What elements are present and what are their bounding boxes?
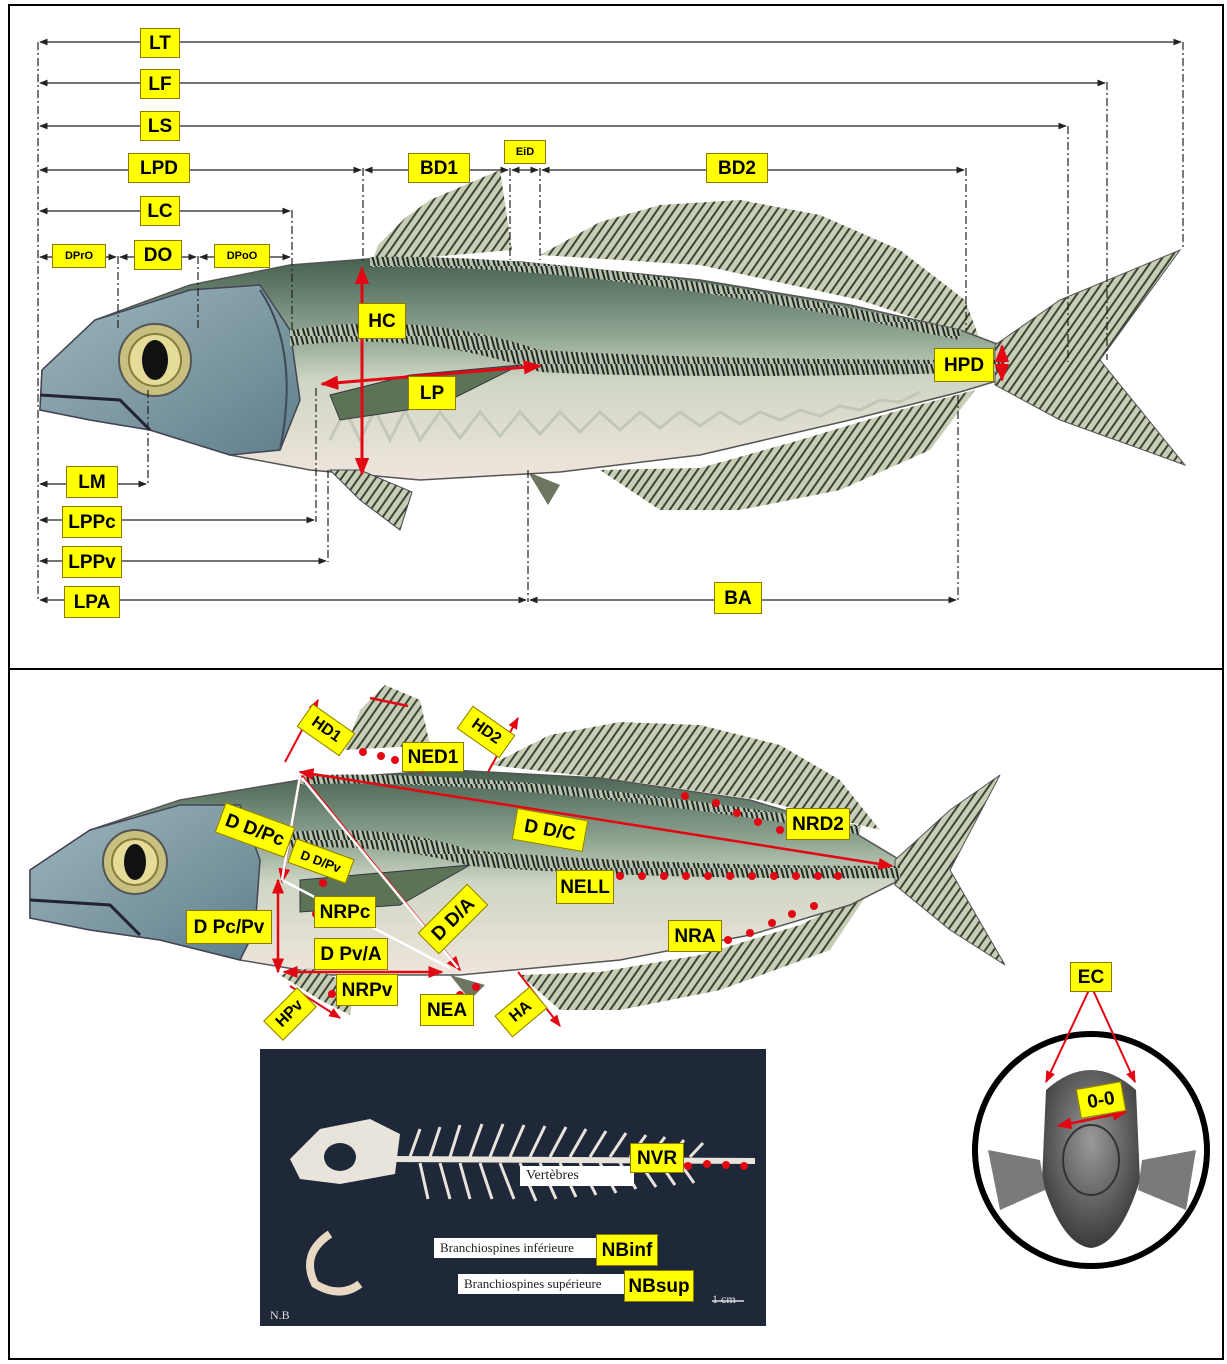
caption-branchiospines-inf: Branchiospines inférieure	[434, 1238, 598, 1258]
label-nell: NELL	[556, 870, 614, 904]
label-ec: EC	[1070, 962, 1112, 992]
label-dpro: DPrO	[52, 244, 106, 268]
label-dpv-a: D Pv/A	[314, 938, 388, 970]
label-lpd: LPD	[128, 153, 190, 183]
label-lt: LT	[140, 28, 180, 58]
label-nea: NEA	[420, 994, 474, 1026]
label-lp: LP	[408, 376, 456, 410]
head-front-view	[975, 990, 1207, 1266]
photo-credit: N.B	[270, 1308, 290, 1323]
label-lpa: LPA	[64, 586, 120, 618]
label-nvr: NVR	[630, 1143, 684, 1173]
label-hc: HC	[358, 303, 406, 339]
label-nbinf: NBinf	[596, 1234, 658, 1266]
bottom-fish-drawing	[30, 685, 1005, 1015]
label-lf: LF	[140, 69, 180, 99]
caption-vertebres: Vertèbres	[520, 1166, 634, 1186]
label-ned1: NED1	[402, 742, 464, 772]
label-hpd: HPD	[934, 348, 994, 382]
label-lc: LC	[140, 196, 180, 226]
scale-bar-label: 1 cm	[712, 1292, 736, 1307]
label-do: DO	[134, 240, 182, 270]
top-fish-drawing	[40, 170, 1185, 530]
label-dpoo: DPoO	[214, 244, 270, 268]
label-dpc-pv: D Pc/Pv	[186, 910, 272, 944]
label-lppv: LPPv	[62, 546, 122, 578]
label-nrd2: NRD2	[786, 808, 850, 840]
label-lm: LM	[66, 466, 118, 498]
label-nrpv: NRPv	[336, 974, 398, 1006]
label-ba: BA	[714, 582, 762, 614]
label-nbsup: NBsup	[624, 1270, 694, 1302]
label-nra: NRA	[668, 920, 722, 952]
label-eid: EiD	[504, 140, 546, 164]
label-ls: LS	[140, 111, 180, 141]
label-bd1: BD1	[408, 153, 470, 183]
label-nrpc: NRPc	[314, 896, 376, 928]
label-lppc: LPPc	[62, 506, 122, 538]
caption-branchiospines-sup: Branchiospines supérieure	[458, 1274, 626, 1294]
label-bd2: BD2	[706, 153, 768, 183]
